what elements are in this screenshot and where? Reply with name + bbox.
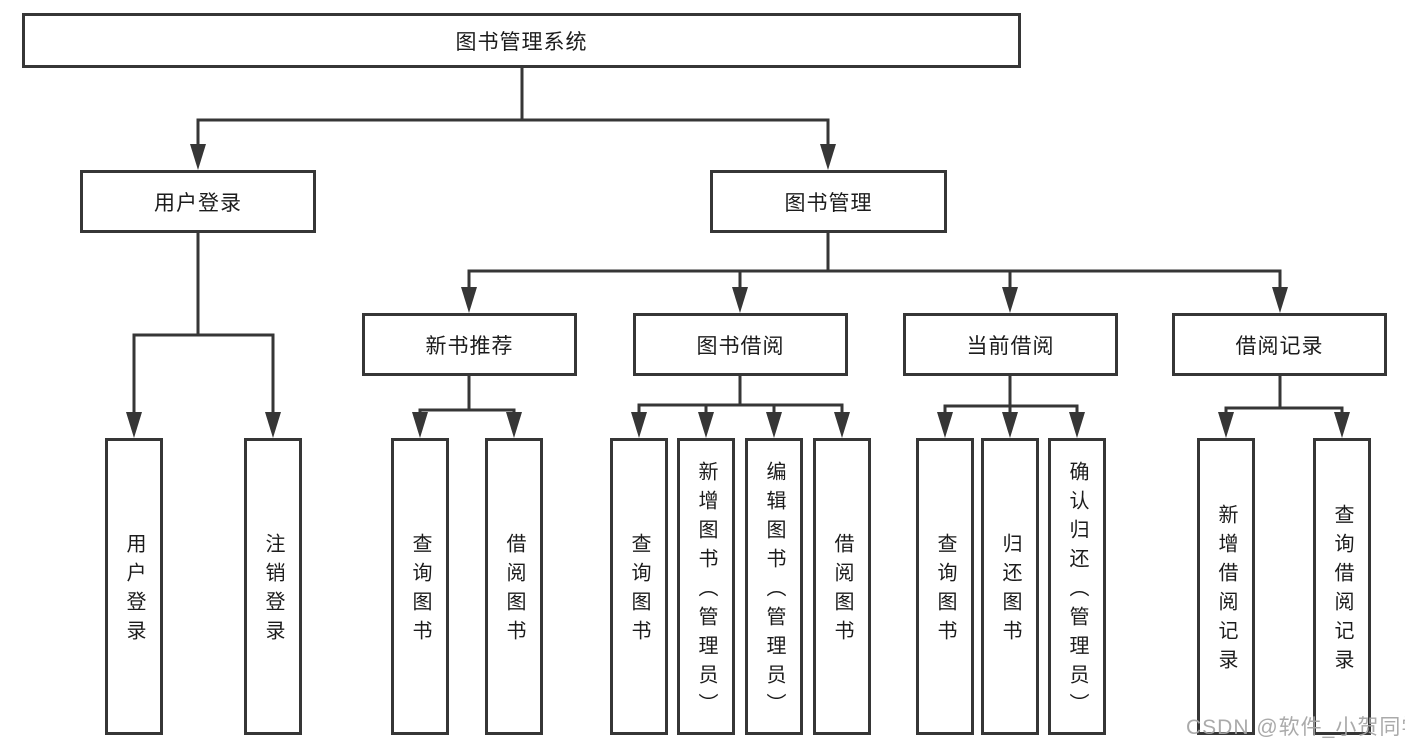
leaf-label: 新增借阅记录 (1215, 504, 1237, 678)
leaf-borrow-books: 借阅图书 (813, 438, 871, 735)
leaf-add-borrow-record: 新增借阅记录 (1197, 438, 1255, 735)
leaf-return-books: 归还图书 (981, 438, 1039, 735)
leaf-edit-books-admin: 编辑图书（管理员） (745, 438, 803, 735)
connector-new-book-children (412, 376, 522, 438)
node-label: 借阅记录 (1235, 334, 1324, 358)
node-label: 用户登录 (154, 191, 242, 215)
node-book-management: 图书管理 (710, 170, 947, 233)
leaf-label: 确认归还（管理员） (1066, 460, 1088, 722)
connector-book-borrow-children (631, 376, 850, 438)
leaf-label: 归还图书 (999, 533, 1021, 649)
node-label: 当前借阅 (966, 334, 1055, 358)
leaf-label: 借阅图书 (503, 533, 525, 649)
leaf-add-books-admin: 新增图书（管理员） (677, 438, 735, 735)
node-label: 图书借阅 (696, 334, 785, 358)
leaf-user-login: 用户登录 (105, 438, 163, 735)
leaf-query-books-current: 查询图书 (916, 438, 974, 735)
leaf-query-borrow-record: 查询借阅记录 (1313, 438, 1371, 735)
node-root-system: 图书管理系统 (22, 13, 1021, 68)
leaf-query-books-borrow: 查询图书 (610, 438, 668, 735)
csdn-watermark: CSDN @软件_小贺同学 (1186, 716, 1405, 739)
node-borrow-records: 借阅记录 (1172, 313, 1387, 376)
leaf-label: 查询借阅记录 (1331, 504, 1353, 678)
node-label: 新书推荐 (425, 334, 514, 358)
leaf-label: 借阅图书 (831, 533, 853, 649)
connector-book-management-children (461, 233, 1288, 313)
node-book-borrow: 图书借阅 (633, 313, 848, 376)
leaf-label: 编辑图书（管理员） (763, 460, 785, 722)
node-current-borrow: 当前借阅 (903, 313, 1118, 376)
leaf-confirm-return-admin: 确认归还（管理员） (1048, 438, 1106, 735)
leaf-label: 查询图书 (628, 533, 650, 649)
leaf-query-books-recommend: 查询图书 (391, 438, 449, 735)
connector-borrow-records-children (1218, 376, 1350, 438)
leaf-label: 新增图书（管理员） (695, 460, 717, 722)
node-root-label: 图书管理系统 (455, 30, 588, 54)
leaf-label: 查询图书 (934, 533, 956, 649)
connector-current-borrow-children (937, 376, 1085, 438)
connector-user-login-children (126, 233, 281, 438)
leaf-label: 用户登录 (123, 533, 145, 649)
node-label: 图书管理 (784, 191, 873, 215)
leaf-label: 查询图书 (409, 533, 431, 649)
leaf-label: 注销登录 (262, 533, 284, 649)
leaf-logout: 注销登录 (244, 438, 302, 735)
node-new-book-recommend: 新书推荐 (362, 313, 577, 376)
leaf-borrow-books-recommend: 借阅图书 (485, 438, 543, 735)
node-user-login: 用户登录 (80, 170, 316, 233)
connector-root-to-level2 (190, 68, 836, 170)
